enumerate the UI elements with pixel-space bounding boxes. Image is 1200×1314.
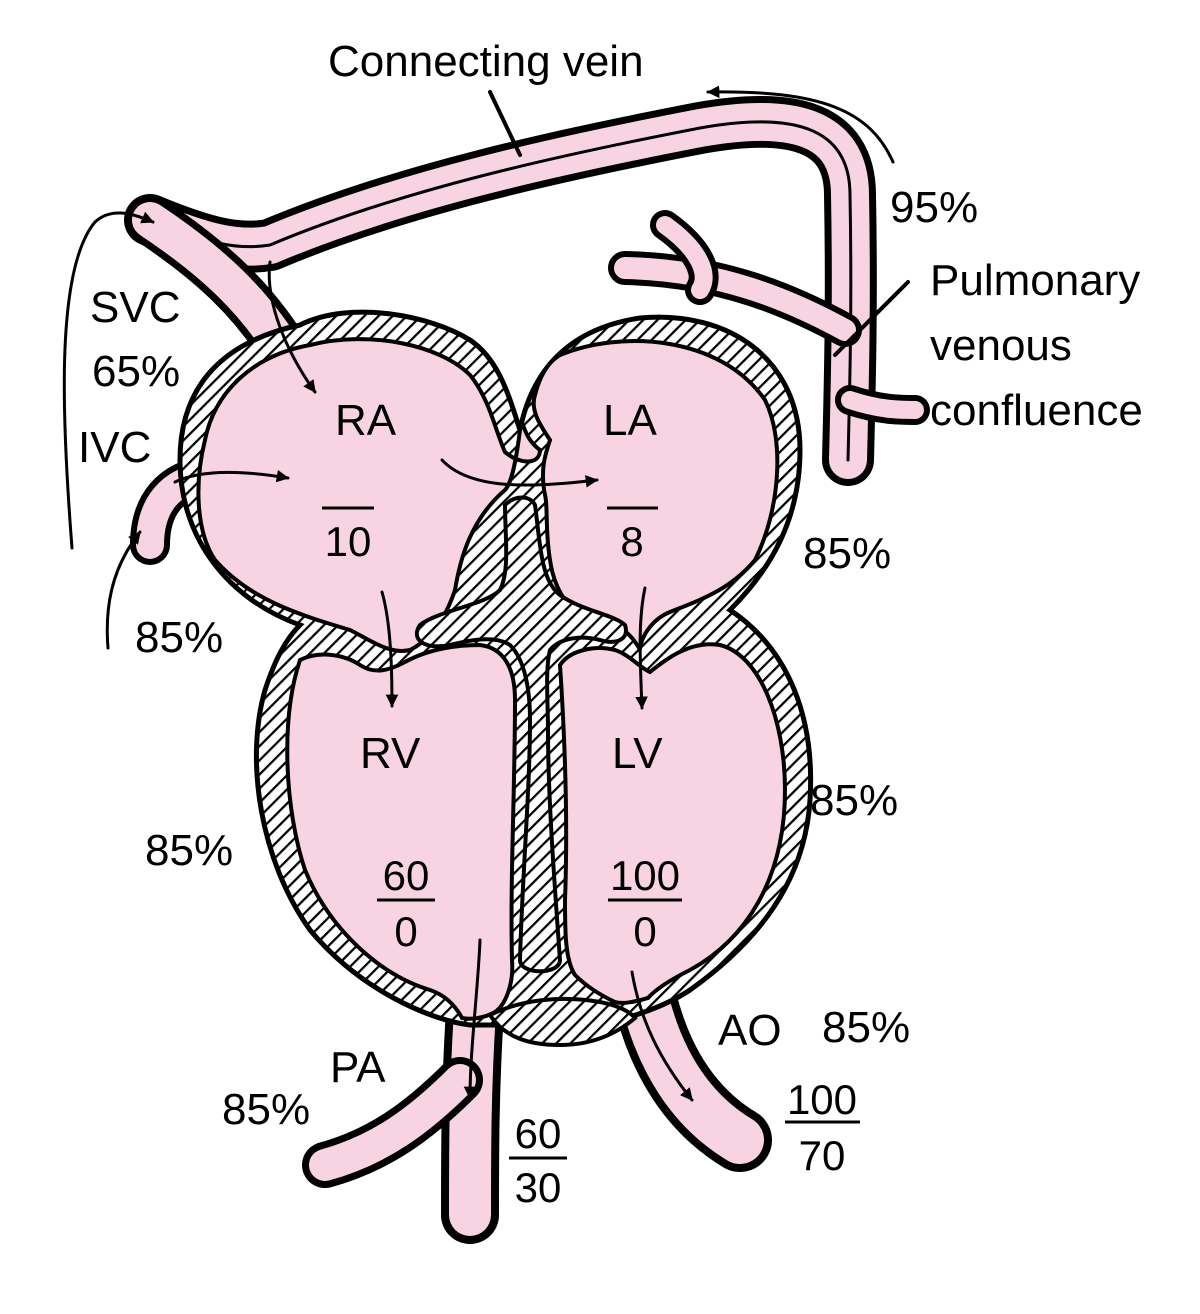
pa-pressure-systolic: 60 [515, 1110, 562, 1157]
flow-arrows [62, 85, 910, 1102]
left-atrium [531, 339, 780, 651]
ao-pressure-systolic: 100 [787, 1076, 857, 1123]
pa-saturation: 85% [222, 1085, 310, 1134]
outflow-septum [487, 996, 638, 1048]
ivc-entry-arrow [105, 530, 142, 650]
pulmonary-veins [608, 210, 930, 425]
ivc-saturation: 85% [135, 613, 223, 662]
pressures: 10 8 60 0 100 0 60 30 100 70 [322, 506, 860, 1211]
pulmonary-artery [302, 981, 504, 1244]
svc-label: SVC [90, 283, 180, 332]
connecting-vein-saturation: 95% [890, 183, 978, 232]
svc-return-arrow [62, 211, 155, 550]
connecting-vein-label: Connecting vein [328, 37, 644, 86]
rv-saturation: 85% [145, 826, 233, 875]
la-label: LA [603, 396, 657, 445]
lv-pressure-systolic: 100 [610, 852, 680, 899]
pa-pressure: 60 30 [509, 1110, 567, 1211]
la-pressure-diastolic: 8 [620, 518, 643, 565]
lv-pressure: 100 0 [608, 852, 682, 955]
ra-label: RA [335, 396, 397, 445]
ivc-label: IVC [78, 423, 151, 472]
pa-label: PA [330, 1043, 386, 1092]
svc-to-ra-arrow [267, 260, 317, 394]
lv-pressure-diastolic: 0 [633, 908, 656, 955]
la-saturation: 85% [803, 529, 891, 578]
rv-label: RV [360, 729, 421, 778]
labels: Connecting vein 95% Pulmonary venous con… [78, 37, 1143, 1134]
lv-to-ao-arrow [630, 970, 694, 1102]
ao-label: AO [718, 1006, 782, 1055]
confluence-label-line1: Pulmonary [930, 256, 1140, 305]
ra-to-la-arrow [440, 458, 599, 488]
connecting-vein [124, 95, 877, 486]
confluence-up-arrow [706, 85, 895, 164]
svc-saturation: 65% [92, 347, 180, 396]
confluence-pointer [833, 280, 910, 357]
ao-pressure: 100 70 [785, 1076, 860, 1179]
ivc-to-ra-arrow [173, 469, 290, 484]
ao-saturation: 85% [822, 1003, 910, 1052]
ra-pressure-diastolic: 10 [325, 518, 372, 565]
heart [177, 309, 814, 1048]
right-atrium [196, 337, 543, 653]
la-pressure: 8 [607, 506, 658, 565]
confluence-label-line2: venous [930, 321, 1072, 370]
septum-top [414, 495, 628, 974]
lv-saturation: 85% [810, 776, 898, 825]
ao-pressure-diastolic: 70 [799, 1132, 846, 1179]
connecting-vein-pointer [488, 90, 522, 157]
confluence-label-line3: confluence [930, 386, 1143, 435]
lv-label: LV [612, 729, 663, 778]
right-ventricle [285, 642, 518, 1021]
rv-pressure-diastolic: 0 [394, 908, 417, 955]
rv-pressure-systolic: 60 [383, 852, 430, 899]
left-ventricle [557, 642, 788, 1005]
ra-pressure: 10 [322, 506, 374, 565]
ra-to-rv-arrow [380, 590, 399, 708]
rv-to-pa-arrow [463, 938, 482, 1100]
pa-pressure-diastolic: 30 [515, 1164, 562, 1211]
rv-pressure: 60 0 [377, 852, 435, 955]
la-to-lv-arrow [635, 586, 648, 710]
